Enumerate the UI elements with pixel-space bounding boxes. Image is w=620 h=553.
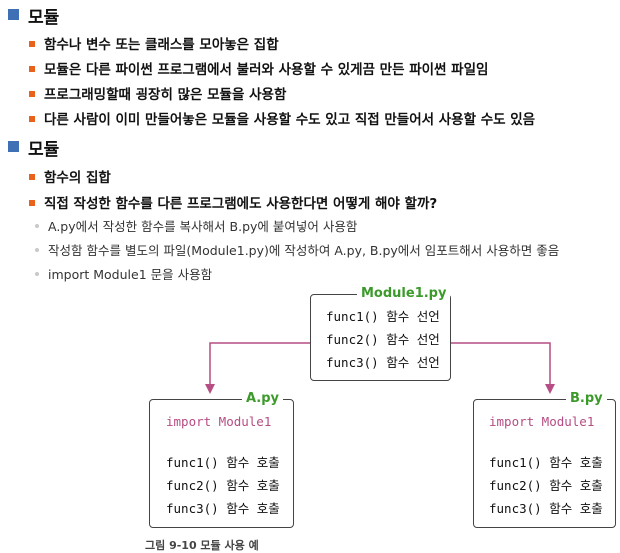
a-py-box <box>149 399 294 528</box>
module1-label: Module1.py <box>357 286 451 301</box>
bullet-icon <box>29 41 35 47</box>
sub-bullet-text: 작성함 함수를 별도의 파일(Module1.py)에 작성하여 A.py, B… <box>48 243 560 258</box>
section-title: 모듈 <box>28 8 60 28</box>
a-py-line: func2() 함수 호출 <box>166 478 280 493</box>
bullet-icon <box>29 91 35 97</box>
module1-box <box>310 294 451 381</box>
a-py-import-line: import Module1 <box>166 414 272 429</box>
module1-line: func2() 함수 선언 <box>326 332 440 347</box>
bullet-text: 함수의 집합 <box>44 170 111 186</box>
module1-line: func3() 함수 선언 <box>326 355 440 370</box>
bullet-text: 모듈은 다른 파이썬 프로그램에서 불러와 사용할 수 있게끔 만든 파이썬 파… <box>44 62 489 78</box>
sub-bullet-icon <box>35 248 39 252</box>
a-py-label: A.py <box>242 391 284 406</box>
a-py-line: func3() 함수 호출 <box>166 501 280 516</box>
bullet-icon <box>29 174 35 180</box>
arrow-to-a <box>209 342 310 385</box>
bullet-text: 프로그래밍할때 굉장히 많은 모듈을 사용함 <box>44 87 287 103</box>
b-py-import-line: import Module1 <box>489 414 595 429</box>
a-py-line: func1() 함수 호출 <box>166 455 280 470</box>
b-py-box <box>473 399 616 528</box>
arrow-head-b-icon <box>545 384 555 394</box>
module1-line: func1() 함수 선언 <box>326 309 440 324</box>
bullet-icon <box>29 116 35 122</box>
figure-caption: 그림 9-10 모듈 사용 예 <box>145 539 259 552</box>
b-py-line: func3() 함수 호출 <box>489 501 603 516</box>
section-title: 모듈 <box>28 140 60 160</box>
bullet-icon <box>29 66 35 72</box>
arrow-to-b <box>449 342 551 385</box>
b-py-line: func2() 함수 호출 <box>489 478 603 493</box>
sub-bullet-icon <box>35 272 39 276</box>
bullet-icon <box>29 200 35 206</box>
sub-bullet-text: A.py에서 작성한 함수를 복사해서 B.py에 붙여넣어 사용함 <box>48 219 358 234</box>
bullet-text: 함수나 변수 또는 클래스를 모아놓은 집합 <box>44 37 279 53</box>
arrow-head-a-icon <box>205 384 215 394</box>
section-bullet-icon <box>8 141 19 152</box>
section-bullet-icon <box>8 9 19 20</box>
sub-bullet-text: import Module1 문을 사용함 <box>48 267 213 282</box>
b-py-label: B.py <box>566 391 607 406</box>
b-py-line: func1() 함수 호출 <box>489 455 603 470</box>
bullet-text: 직접 작성한 함수를 다른 프로그램에도 사용한다면 어떻게 해야 할까? <box>44 196 438 212</box>
bullet-text: 다른 사람이 이미 만들어놓은 모듈을 사용할 수도 있고 직접 만들어서 사용… <box>44 112 536 128</box>
sub-bullet-icon <box>35 224 39 228</box>
